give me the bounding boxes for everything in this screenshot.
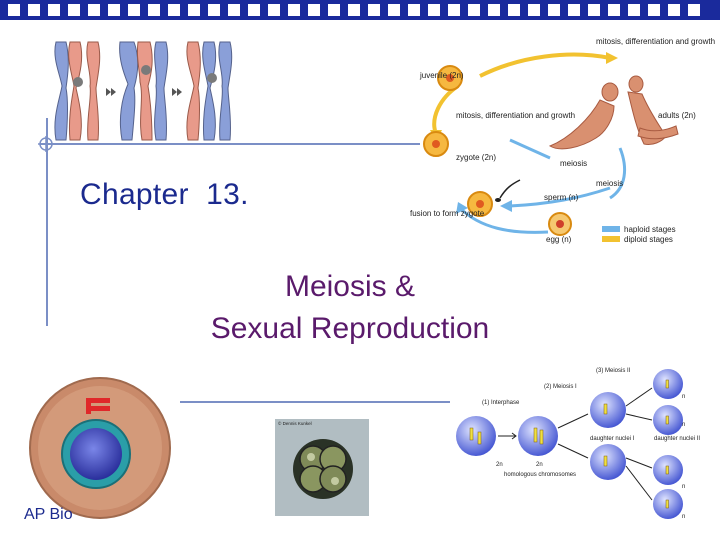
diploid-arrow-top	[479, 52, 611, 78]
sperm-icon	[499, 179, 521, 199]
footer-label: AP Bio	[24, 506, 73, 523]
legend-diploid-label: diploid stages	[624, 235, 673, 244]
photo-caption: © Dennis Kunkel	[278, 420, 312, 426]
label-meiosis-1: meiosis	[560, 159, 587, 168]
label-fusion: fusion to form zygote	[410, 209, 485, 218]
haploid-arrow-meiosis	[509, 138, 551, 160]
label-n-b: n	[682, 422, 685, 428]
chromosome-pair-1	[54, 41, 101, 141]
nucleus	[70, 428, 122, 480]
stage-arrows	[498, 387, 653, 501]
label-zygote: zygote (2n)	[456, 153, 496, 162]
label-meiosis-i: (2) Meiosis I	[544, 384, 577, 390]
legend-haploid-label: haploid stages	[624, 225, 676, 234]
label-adults: adults (2n)	[658, 111, 696, 120]
label-interphase: (1) Interphase	[482, 400, 520, 406]
subtitle-line-2: Sexual Reproduction	[210, 312, 490, 345]
cell-diagram	[29, 377, 171, 519]
arrow-markers	[106, 88, 182, 96]
top-accent-bar	[0, 0, 720, 20]
daughter-cell-bottom	[590, 444, 626, 480]
chromosome-pair-2	[119, 41, 169, 141]
centriole-2	[88, 406, 110, 411]
meiosis-stages-diagram: (3) Meiosis II (2) Meiosis I (1) Interph…	[456, 368, 700, 520]
label-meiosis-2: meiosis	[596, 179, 623, 188]
chromosome-illustration	[54, 41, 233, 141]
label-2n-b: 2n	[536, 462, 543, 468]
chromosome-marks	[469, 379, 669, 509]
label-n-a: n	[682, 394, 685, 400]
haploid-arrow-sperm	[509, 186, 611, 208]
chromosome-pair-3	[186, 41, 233, 141]
algae-micrograph: © Dennis Kunkel	[275, 419, 369, 516]
label-juvenile: juvenile (2n)	[419, 71, 464, 80]
diploid-arrow-left	[432, 84, 460, 135]
label-2n-a: 2n	[496, 462, 503, 468]
label-daughter-ii: daughter nuclei II	[654, 436, 700, 442]
horizontal-rule-bottom	[180, 401, 450, 403]
vertical-rule	[46, 118, 48, 326]
label-mitosis-top: mitosis, differentiation and growth	[596, 37, 715, 46]
slide-subtitle: Meiosis & Sexual Reproduction	[150, 266, 550, 350]
label-homologous: homologous chromosomes	[504, 472, 576, 478]
chapter-title: Chapter 13.	[80, 178, 249, 211]
label-meiosis-ii: (3) Meiosis II	[596, 368, 631, 374]
label-daughter-i: daughter nuclei I	[590, 436, 635, 442]
top-bar-pattern	[8, 4, 700, 16]
crosshair-icon	[38, 136, 54, 152]
life-cycle-diagram: mitosis, differentiation and growth juve…	[410, 37, 715, 244]
haploid-arrow-egg	[458, 206, 549, 234]
label-n-c: n	[682, 484, 685, 490]
subtitle-line-1: Meiosis &	[284, 270, 416, 303]
daughter-cell-top	[590, 392, 626, 428]
label-egg: egg (n)	[546, 235, 572, 244]
label-n-d: n	[682, 514, 685, 520]
label-mitosis-left: mitosis, differentiation and growth	[456, 111, 575, 120]
legend-haploid-swatch	[602, 226, 620, 232]
meiosis-i-cell	[518, 416, 558, 456]
centriole-1	[88, 398, 110, 403]
legend-diploid-swatch	[602, 236, 620, 242]
horizontal-rule-top	[40, 143, 420, 145]
interphase-cell	[456, 416, 496, 456]
label-sperm: sperm (n)	[544, 193, 579, 202]
adult-figures	[548, 75, 679, 150]
